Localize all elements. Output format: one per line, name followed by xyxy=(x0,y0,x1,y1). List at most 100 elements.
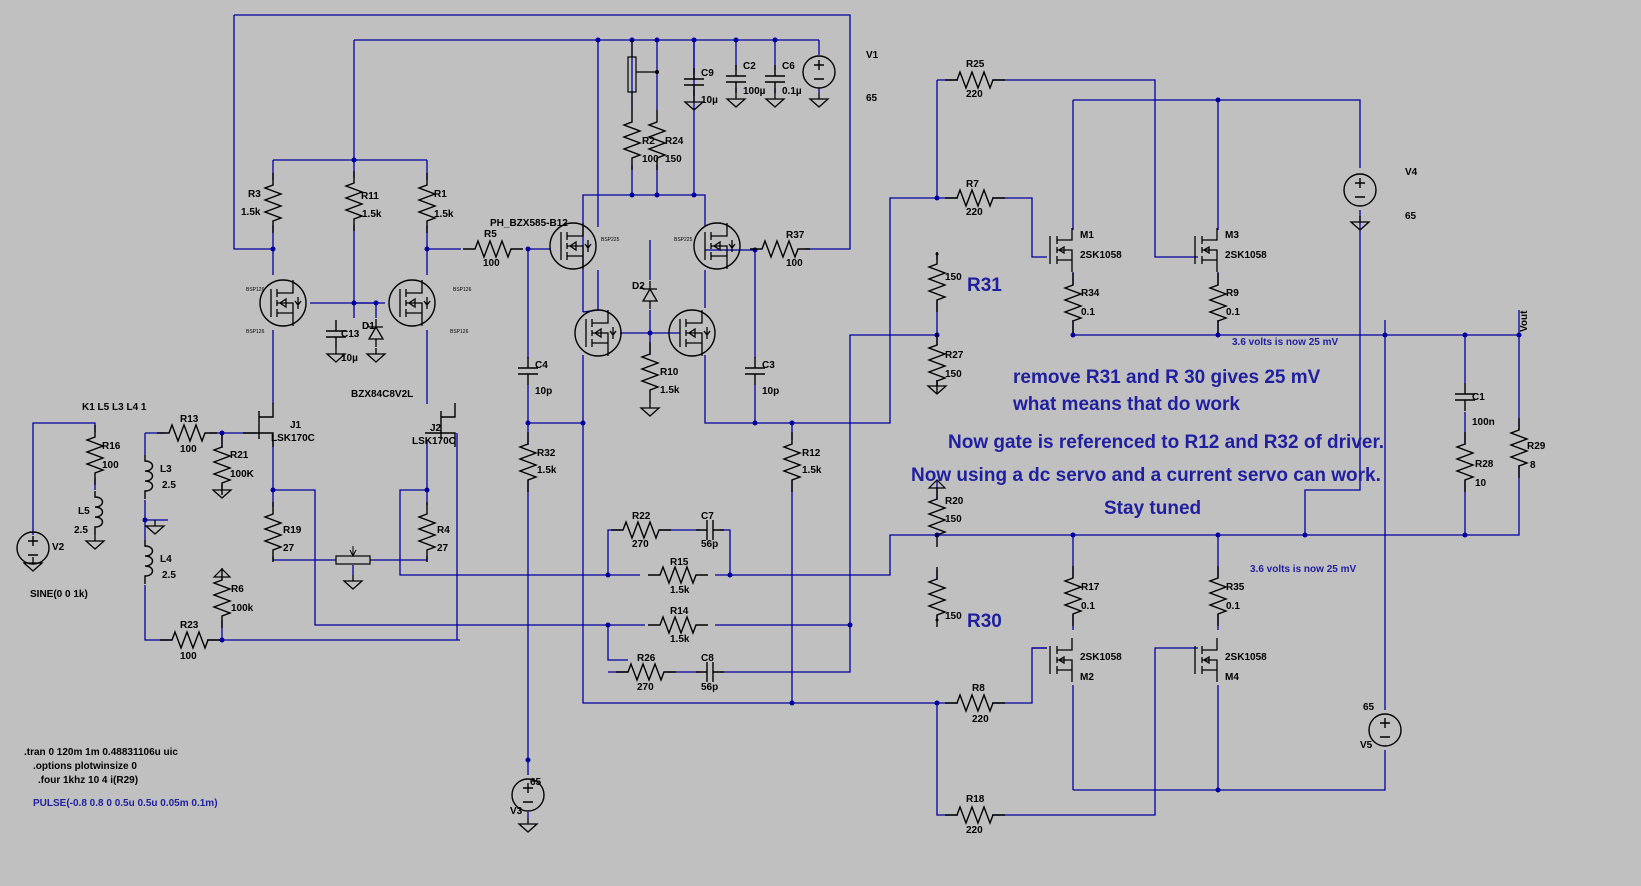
ground xyxy=(145,519,165,535)
mosfet-bsp225-left xyxy=(549,222,597,270)
svg-text:150: 150 xyxy=(945,611,962,622)
svg-text:3.6 volts is now 25 mV: 3.6 volts is now 25 mV xyxy=(1250,564,1356,575)
jfet-j1 xyxy=(242,402,274,448)
svg-text:R9: R9 xyxy=(1226,288,1239,299)
svg-text:remove R31 and R 30 gives 25 m: remove R31 and R 30 gives 25 mV xyxy=(1013,367,1321,388)
svg-text:C3: C3 xyxy=(762,360,775,371)
wires xyxy=(32,14,1520,818)
resistor-r22 xyxy=(610,521,672,539)
resistor-r16 xyxy=(86,424,104,486)
svg-text:1.5k: 1.5k xyxy=(670,585,690,596)
svg-text:2.5: 2.5 xyxy=(74,525,88,536)
svg-text:BSP126: BSP126 xyxy=(450,329,469,335)
svg-text:.options plotwinsize 0: .options plotwinsize 0 xyxy=(33,761,137,772)
svg-text:PH_BZX585-B12: PH_BZX585-B12 xyxy=(490,218,568,229)
svg-text:27: 27 xyxy=(437,543,449,554)
mosfet-q-right xyxy=(388,279,436,327)
svg-text:R31: R31 xyxy=(967,275,1002,296)
svg-text:BSP225: BSP225 xyxy=(601,237,620,243)
svg-text:LSK170C: LSK170C xyxy=(412,436,456,447)
svg-text:R2: R2 xyxy=(642,136,655,147)
svg-text:R19: R19 xyxy=(283,525,302,536)
svg-text:.four 1khz 10 4 i(R29): .four 1khz 10 4 i(R29) xyxy=(38,775,138,786)
svg-text:BSP126: BSP126 xyxy=(453,287,472,293)
svg-text:2.5: 2.5 xyxy=(162,570,176,581)
resistor-r32 xyxy=(519,431,537,493)
voltage-source-v1 xyxy=(802,55,836,89)
resistor-r13 xyxy=(156,424,218,442)
svg-text:K1 L5 L3 L4 1: K1 L5 L3 L4 1 xyxy=(82,402,147,413)
svg-text:L4: L4 xyxy=(160,554,172,565)
svg-text:R32: R32 xyxy=(537,448,556,459)
svg-text:56p: 56p xyxy=(701,682,718,693)
svg-text:8: 8 xyxy=(1530,460,1536,471)
svg-text:100: 100 xyxy=(786,258,803,269)
spice-directives: .tran 0 120m 1m 0.48831106u uic .options… xyxy=(24,747,218,809)
svg-text:V5: V5 xyxy=(1360,740,1373,751)
resistor-r1 xyxy=(418,172,436,234)
svg-text:100K: 100K xyxy=(230,469,255,480)
svg-text:R10: R10 xyxy=(660,367,679,378)
capacitor-c8 xyxy=(695,661,725,683)
svg-text:V1: V1 xyxy=(866,50,879,61)
capacitor-c7 xyxy=(695,519,725,541)
svg-text:220: 220 xyxy=(972,714,989,725)
ground xyxy=(343,574,363,590)
svg-text:R29: R29 xyxy=(1527,441,1546,452)
annotations: R31 R30 3.6 volts is now 25 mV 3.6 volts… xyxy=(911,275,1384,632)
svg-text:R1: R1 xyxy=(434,189,447,200)
mosfet-bsp225-right xyxy=(693,222,741,270)
svg-text:150: 150 xyxy=(945,514,962,525)
svg-text:V4: V4 xyxy=(1405,167,1418,178)
svg-text:220: 220 xyxy=(966,825,983,836)
svg-text:100: 100 xyxy=(483,258,500,269)
svg-text:100µ: 100µ xyxy=(743,86,766,97)
voltage-source-v4 xyxy=(1343,173,1377,207)
svg-text:C4: C4 xyxy=(535,360,548,371)
components xyxy=(16,40,1528,833)
component-labels: R3 1.5k R11 1.5k R1 1.5k R5 100 R2 100 R… xyxy=(30,50,1546,836)
resistor-r15 xyxy=(647,566,709,584)
svg-text:65: 65 xyxy=(866,93,878,104)
resistor-r25 xyxy=(944,71,1006,89)
svg-text:1.5k: 1.5k xyxy=(241,207,261,218)
ground xyxy=(640,401,660,417)
svg-text:BSP126: BSP126 xyxy=(246,287,265,293)
svg-text:BSP126: BSP126 xyxy=(246,329,265,335)
resistor-r14 xyxy=(647,616,709,634)
svg-text:27: 27 xyxy=(283,543,295,554)
svg-text:R28: R28 xyxy=(1475,459,1494,470)
svg-text:J1: J1 xyxy=(290,420,302,431)
resistor-r37 xyxy=(749,240,811,258)
svg-text:R6: R6 xyxy=(231,584,244,595)
svg-text:R30: R30 xyxy=(967,611,1002,632)
svg-text:0.1: 0.1 xyxy=(1081,307,1095,318)
svg-text:SINE(0 0 1k): SINE(0 0 1k) xyxy=(30,589,88,600)
resistor-r30 xyxy=(928,566,946,628)
svg-text:10µ: 10µ xyxy=(341,353,358,364)
resistor-r2 xyxy=(623,109,641,171)
svg-text:10p: 10p xyxy=(535,386,552,397)
svg-text:L3: L3 xyxy=(160,464,172,475)
svg-text:150: 150 xyxy=(665,154,682,165)
svg-text:100: 100 xyxy=(642,154,659,165)
svg-text:65: 65 xyxy=(1405,211,1417,222)
svg-text:270: 270 xyxy=(637,682,654,693)
svg-text:D2: D2 xyxy=(632,281,645,292)
svg-text:10: 10 xyxy=(1475,478,1487,489)
svg-text:R4: R4 xyxy=(437,525,450,536)
svg-text:65: 65 xyxy=(1363,702,1375,713)
resistor-r34 xyxy=(1064,272,1082,334)
svg-text:220: 220 xyxy=(966,207,983,218)
inductor-l3 xyxy=(144,454,154,500)
resistor-r17 xyxy=(1064,565,1082,627)
resistor-r12 xyxy=(783,431,801,493)
svg-text:1.5k: 1.5k xyxy=(660,385,680,396)
svg-text:BSP225: BSP225 xyxy=(674,237,693,243)
mosfet-m2 xyxy=(1049,637,1073,683)
svg-text:10p: 10p xyxy=(762,386,779,397)
inductor-l4 xyxy=(144,539,154,585)
svg-text:what means that do work: what means that do work xyxy=(1012,394,1240,415)
svg-text:0.1µ: 0.1µ xyxy=(782,86,802,97)
